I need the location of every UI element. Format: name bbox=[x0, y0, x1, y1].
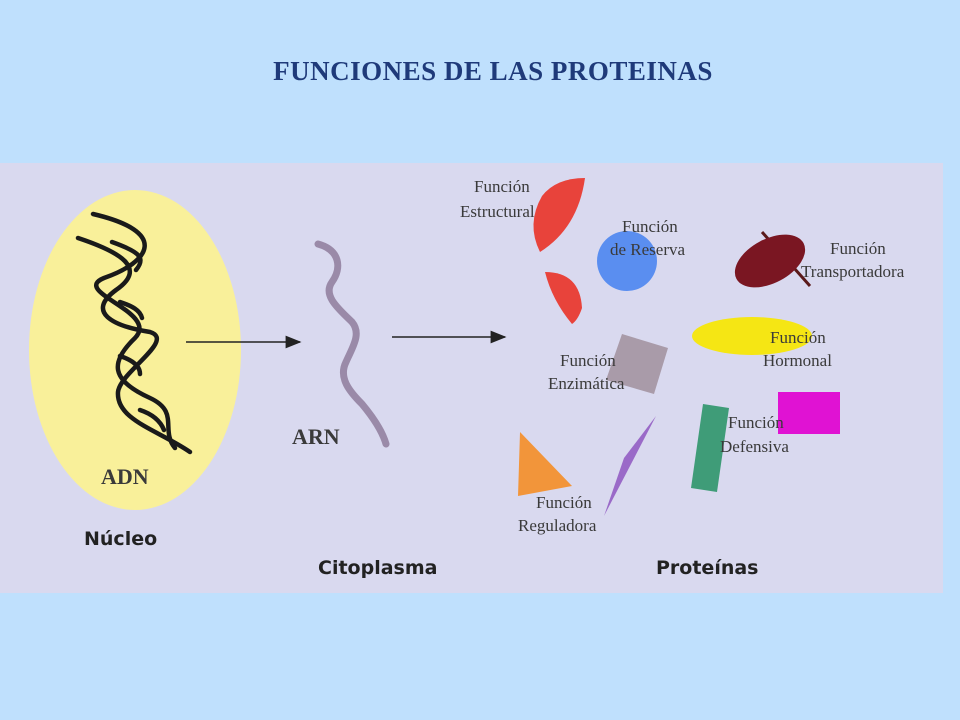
rna-strand-icon bbox=[314, 240, 390, 448]
proteins-caption: Proteínas bbox=[656, 557, 759, 579]
nucleus-caption: Núcleo bbox=[84, 528, 157, 550]
reserve-function-line1: Función bbox=[622, 217, 678, 236]
structural-protein-shape bbox=[533, 178, 585, 252]
slide-title: FUNCIONES DE LAS PROTEINAS bbox=[273, 56, 713, 86]
structural-function-line1: Función bbox=[474, 177, 530, 196]
violet-protein-shape bbox=[604, 416, 656, 516]
cytoplasm-caption: Citoplasma bbox=[318, 557, 437, 579]
dna-label: ADN bbox=[101, 464, 149, 489]
transport-protein-shape bbox=[734, 234, 806, 288]
defensive-protein-shape bbox=[691, 404, 729, 492]
hormonal-function-line2: Hormonal bbox=[763, 351, 832, 370]
dna-helix-icon bbox=[75, 211, 193, 455]
transport-function-line2: Transportadora bbox=[801, 262, 905, 281]
enzymatic-function-line1: Función bbox=[560, 351, 616, 370]
magenta-protein-shape bbox=[778, 392, 840, 434]
hormonal-function-line1: Función bbox=[770, 328, 826, 347]
regulatory-function-line1: Función bbox=[536, 493, 592, 512]
reserve-protein-shape bbox=[597, 231, 657, 291]
regulatory-protein-shape bbox=[518, 432, 572, 496]
enzymatic-protein-shape bbox=[606, 334, 668, 394]
defensive-function-line2: Defensiva bbox=[720, 437, 789, 456]
reserve-function-line2: de Reserva bbox=[610, 240, 686, 259]
regulatory-function-line2: Reguladora bbox=[518, 516, 597, 535]
structural-protein-fragment-shape bbox=[545, 272, 582, 324]
transport-function-line1: Función bbox=[830, 239, 886, 258]
defensive-function-line1: Función bbox=[728, 413, 784, 432]
hormonal-protein-shape bbox=[692, 317, 812, 355]
rna-label: ARN bbox=[292, 424, 340, 449]
nucleus-shape bbox=[29, 190, 241, 510]
enzymatic-function-line2: Enzimática bbox=[548, 374, 625, 393]
structural-function-line2: Estructural bbox=[460, 202, 535, 221]
